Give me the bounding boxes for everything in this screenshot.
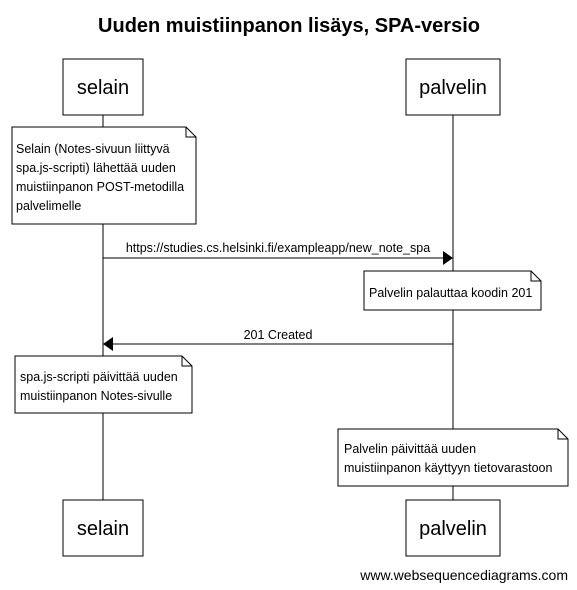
actor-box-browser-bottom: selain (62, 499, 144, 557)
message-response-arrowhead (103, 337, 113, 351)
message-response: 201 Created (103, 328, 453, 351)
note-browser-sends-line-4: palvelimelle (16, 199, 81, 213)
footer-watermark: www.websequencediagrams.com (359, 567, 568, 583)
note-browser-updates-line-2: muistiinpanon Notes-sivulle (20, 389, 172, 403)
message-response-label: 201 Created (244, 328, 313, 342)
note-browser-sends: Selain (Notes-sivuun liittyvä spa.js-scr… (11, 126, 197, 225)
note-server-updates-line-1: Palvelin päivittää uuden (344, 442, 476, 456)
note-browser-sends-line-3: muistiinpanon POST-metodilla (16, 180, 184, 194)
note-browser-updates-line-1: spa.js-scripti päivittää uuden (20, 370, 178, 384)
note-server-updates: Palvelin päivittää uuden muistiinpanon k… (337, 428, 569, 487)
message-request-label: https://studies.cs.helsinki.fi/exampleap… (126, 241, 430, 255)
actor-box-server-top: palvelin (405, 58, 501, 116)
diagram-title: Uuden muistiinpanon lisäys, SPA-versio (98, 15, 480, 37)
actor-label-server-bottom: palvelin (419, 518, 487, 540)
actor-box-browser-top: selain (62, 58, 144, 116)
message-request: https://studies.cs.helsinki.fi/exampleap… (103, 241, 453, 265)
note-browser-updates: spa.js-scripti päivittää uuden muistiinp… (14, 355, 193, 414)
note-browser-sends-line-2: spa.js-scripti) lähettää uuden (16, 161, 176, 175)
message-request-arrowhead (443, 251, 453, 265)
note-browser-sends-line-1: Selain (Notes-sivuun liittyvä (16, 142, 170, 156)
note-server-updates-line-2: muistiinpanon käyttyyn tietovarastoon (344, 461, 552, 475)
actor-label-browser-bottom: selain (77, 518, 129, 540)
actor-label-browser-top: selain (77, 77, 129, 99)
actor-box-server-bottom: palvelin (405, 499, 501, 557)
note-server-returns: Palvelin palauttaa koodin 201 (363, 270, 542, 311)
actor-label-server-top: palvelin (419, 77, 487, 99)
note-server-returns-line-1: Palvelin palauttaa koodin 201 (369, 286, 532, 300)
